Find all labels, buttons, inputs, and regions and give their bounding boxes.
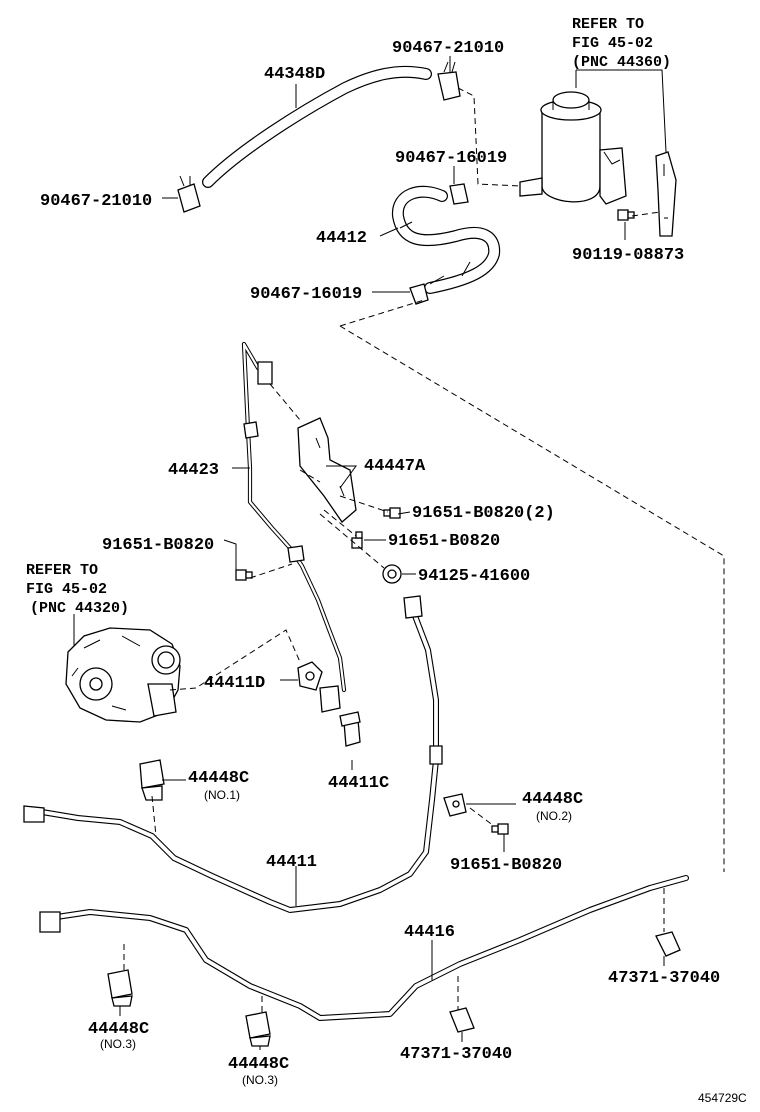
clamp-44448C-no3b[interactable] — [245, 1011, 271, 1047]
label-90467-21010-left[interactable]: 90467-21010 — [40, 192, 152, 211]
nut-94125-41600[interactable] — [382, 564, 402, 584]
bolt-91651-B0820-2[interactable] — [383, 507, 401, 519]
ref-line1: REFER TO — [572, 16, 644, 33]
label-91651-B0820-2[interactable]: 91651-B0820(2) — [412, 504, 555, 523]
dashed-leader-lines — [123, 87, 725, 1012]
label-44348D[interactable]: 44348D — [264, 65, 325, 84]
label-44411C[interactable]: 44411C — [328, 774, 389, 793]
clamp-90467-16019-top[interactable] — [449, 183, 469, 205]
label-91651-B0820-left[interactable]: 91651-B0820 — [102, 536, 214, 555]
clamp-44448C-no1[interactable] — [139, 759, 165, 801]
label-44448C-no3b[interactable]: 44448C — [228, 1055, 289, 1074]
label-47371-37040-right[interactable]: 47371-37040 — [608, 969, 720, 988]
label-91651-B0820-mid[interactable]: 91651-B0820 — [388, 532, 500, 551]
clip-47371-37040-mid[interactable] — [449, 1007, 475, 1033]
label-44411D[interactable]: 44411D — [204, 674, 265, 693]
bolt-91651-B0820-low[interactable] — [491, 823, 509, 835]
label-91651-B0820-low[interactable]: 91651-B0820 — [450, 856, 562, 875]
clip-47371-37040-right[interactable] — [655, 931, 681, 957]
ref-line2: FIG 45-02 — [26, 581, 107, 598]
ref-line3: (PNC 44360) — [572, 54, 671, 71]
label-44448C-no1[interactable]: 44448C — [188, 769, 249, 788]
hose-44348D[interactable] — [202, 65, 432, 188]
label-44423[interactable]: 44423 — [168, 461, 219, 480]
label-44448C-no3a[interactable]: 44448C — [88, 1020, 149, 1039]
clamp-44448C-no2[interactable] — [443, 793, 467, 817]
label-90467-16019-top[interactable]: 90467-16019 — [395, 149, 507, 168]
clamp-90467-21010-left[interactable] — [177, 175, 201, 213]
ref-line3: (PNC 44320) — [30, 600, 129, 617]
label-47371-37040-mid[interactable]: 47371-37040 — [400, 1045, 512, 1064]
bolt-90119-08873[interactable] — [617, 209, 635, 221]
clamp-44448C-no3a[interactable] — [107, 969, 133, 1007]
union-bolt-44411C[interactable] — [339, 711, 361, 747]
bolt-91651-B0820-left[interactable] — [235, 569, 253, 581]
reservoir-tank[interactable] — [519, 91, 627, 205]
hose-44411[interactable] — [23, 595, 443, 913]
reservoir-bracket[interactable] — [655, 151, 677, 237]
label-44412[interactable]: 44412 — [316, 229, 367, 248]
diagram-id: 454729C — [698, 1091, 747, 1105]
clamp-90467-21010-top[interactable] — [437, 61, 461, 101]
hose-44412[interactable] — [391, 185, 501, 294]
tube-44416[interactable] — [39, 875, 689, 1021]
label-94125-41600[interactable]: 94125-41600 — [418, 567, 530, 586]
ref-note-44360: REFER TO FIG 45-02 (PNC 44360) — [572, 16, 671, 71]
label-44416[interactable]: 44416 — [404, 923, 455, 942]
label-44448C-no2[interactable]: 44448C — [522, 790, 583, 809]
label-90467-16019-mid[interactable]: 90467-16019 — [250, 285, 362, 304]
label-90467-21010-top[interactable]: 90467-21010 — [392, 39, 504, 58]
union-44411D[interactable] — [297, 661, 323, 691]
clamp-90467-16019-mid[interactable] — [409, 283, 429, 305]
label-44448C-no3a-sub: (NO.3) — [100, 1037, 136, 1051]
label-90119-08873[interactable]: 90119-08873 — [572, 246, 684, 265]
label-44448C-no2-sub: (NO.2) — [536, 809, 572, 823]
label-44448C-no3b-sub: (NO.3) — [242, 1073, 278, 1087]
bracket-44447A[interactable] — [297, 417, 357, 523]
tube-44423[interactable] — [241, 341, 347, 713]
label-44448C-no1-sub: (NO.1) — [204, 788, 240, 802]
bolt-91651-B0820-mid[interactable] — [351, 531, 363, 549]
label-44447A[interactable]: 44447A — [364, 457, 426, 476]
ref-line1: REFER TO — [26, 562, 98, 579]
label-44411[interactable]: 44411 — [266, 853, 317, 872]
ref-line2: FIG 45-02 — [572, 35, 653, 52]
ref-note-44320: REFER TO FIG 45-02 (PNC 44320) — [26, 562, 129, 617]
power-steering-pump[interactable] — [65, 627, 181, 723]
label-leader-lines — [73, 56, 667, 1050]
